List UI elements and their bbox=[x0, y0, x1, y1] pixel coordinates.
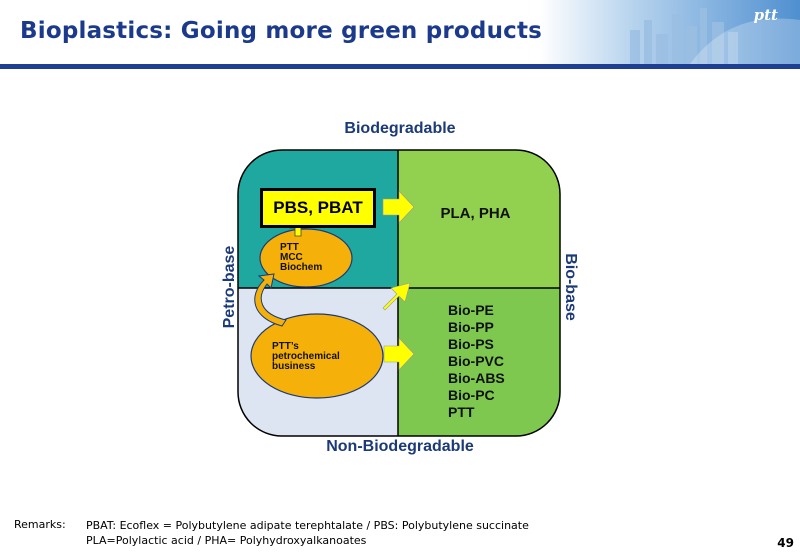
ptt-petrochemical-label: PTT’s petrochemical business bbox=[272, 341, 340, 372]
list-item: Bio-ABS bbox=[448, 370, 505, 386]
axis-label-petro-base: Petro-base bbox=[221, 245, 238, 329]
list-item: Bio-PP bbox=[448, 319, 494, 335]
arrow-right-top bbox=[382, 190, 415, 224]
axis-label-biodegradable: Biodegradable bbox=[344, 120, 456, 137]
page-number: 49 bbox=[777, 536, 794, 550]
remarks-line-1: PBAT: Ecoflex = Polybutylene adipate ter… bbox=[86, 519, 529, 532]
remarks-line-2: PLA=Polylactic acid / PHA= Polyhydroxyal… bbox=[86, 534, 367, 547]
curved-arrow bbox=[254, 273, 287, 327]
list-item: Bio-PVC bbox=[448, 353, 504, 369]
list-item: Bio-PC bbox=[448, 387, 495, 403]
ptt-mcc-biochem-label: PTT MCC Biochem bbox=[280, 242, 323, 273]
list-item: Bio-PS bbox=[448, 336, 494, 352]
bio-based-products-list: Bio-PE Bio-PP Bio-PS Bio-PVC Bio-ABS Bio… bbox=[448, 302, 505, 421]
pla-pha-label: PLA, PHA bbox=[440, 205, 511, 222]
list-item: Bio-PE bbox=[448, 302, 494, 318]
ptt-petrochemical-ellipse bbox=[250, 313, 384, 399]
remarks-label: Remarks: bbox=[14, 518, 66, 531]
ptt-mcc-biochem-ellipse bbox=[259, 228, 353, 288]
remarks-text: PBAT: Ecoflex = Polybutylene adipate ter… bbox=[86, 518, 529, 548]
axis-label-non-biodegradable: Non-Biodegradable bbox=[326, 438, 474, 455]
pbs-pbat-box: PBS, PBAT bbox=[260, 188, 376, 228]
header-banner-image bbox=[540, 0, 800, 64]
arrow-diagonal bbox=[382, 282, 411, 311]
diagram-frame bbox=[237, 149, 561, 437]
axis-label-bio-base: Bio-base bbox=[562, 253, 579, 321]
header-divider bbox=[0, 64, 800, 69]
quadrant-top-right bbox=[398, 150, 560, 288]
page-title: Bioplastics: Going more green products bbox=[20, 18, 543, 44]
quadrant-bottom-right bbox=[398, 288, 560, 436]
arrow-right-bottom bbox=[383, 337, 415, 371]
ptt-logo: ptt bbox=[753, 6, 778, 24]
list-item: PTT bbox=[448, 404, 475, 420]
